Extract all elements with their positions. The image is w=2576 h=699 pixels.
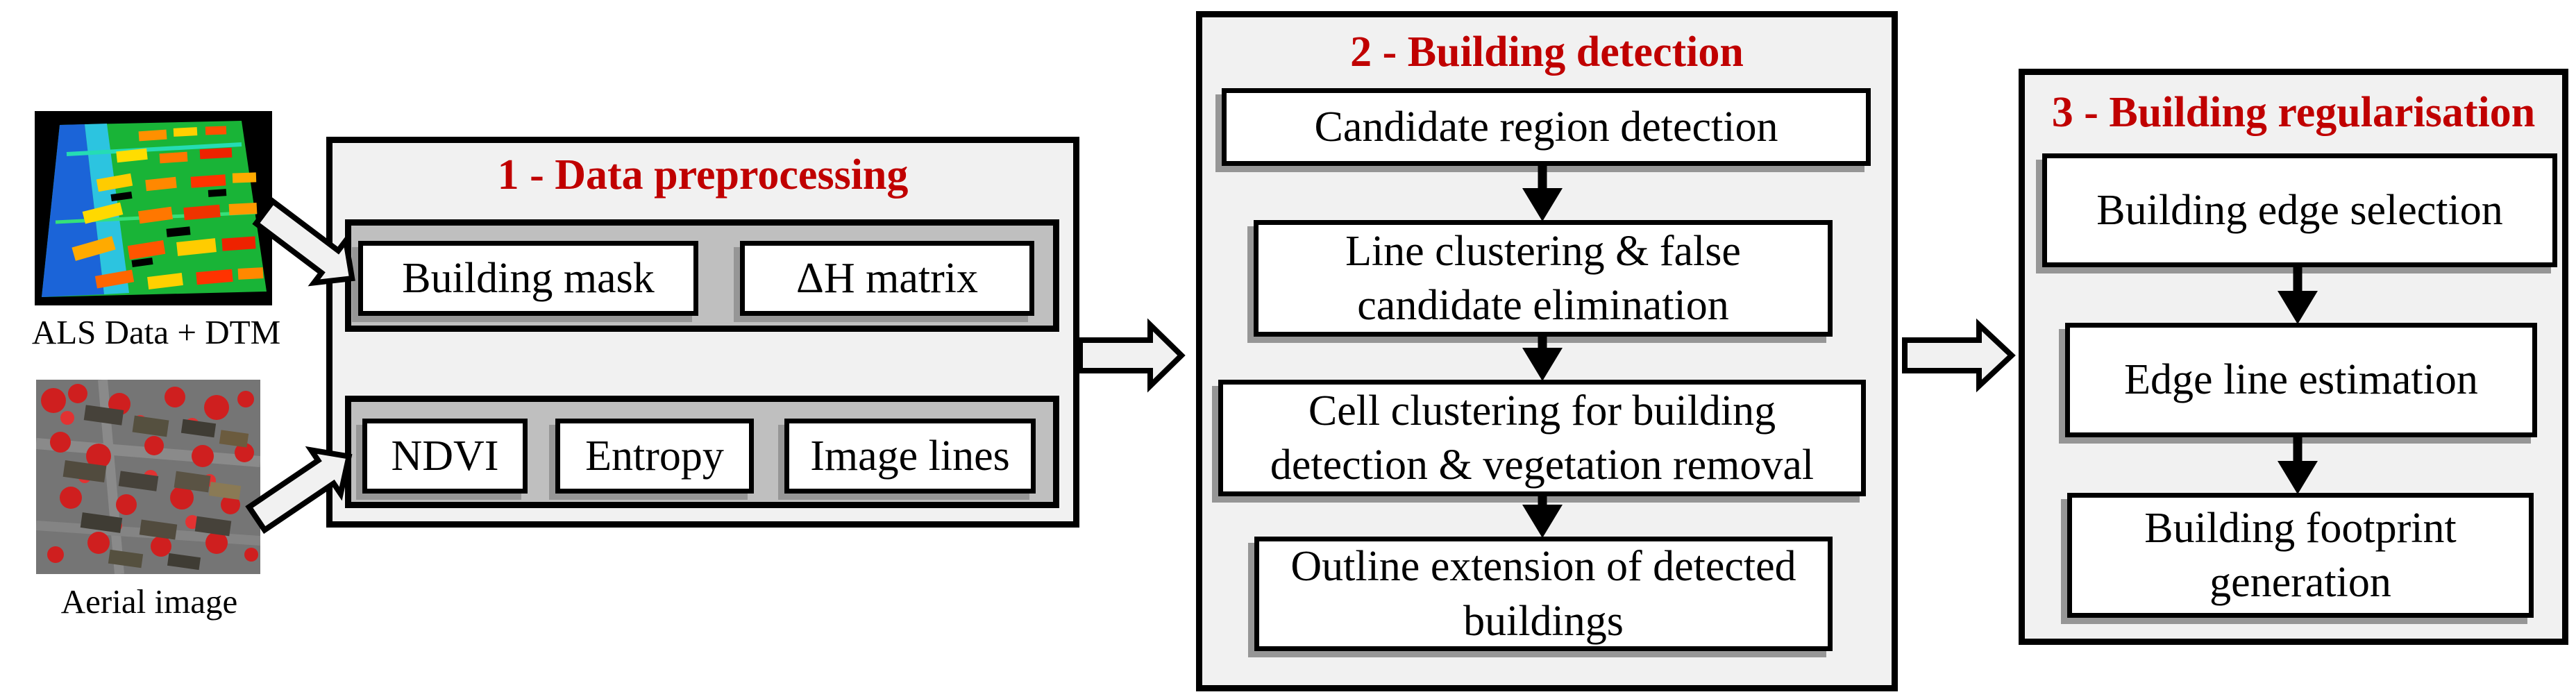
step-ndvi: NDVI	[362, 419, 528, 494]
stage1-to-stage2-arrow-icon	[1077, 318, 1186, 393]
step-cell-clustering: Cell clustering for building detection &…	[1218, 380, 1866, 496]
als-dtm-caption: ALS Data + DTM	[31, 313, 281, 351]
step-building-footprint-generation: Building footprint generation	[2067, 493, 2534, 618]
step-outline-extension: Outline extension of detected buildings	[1254, 537, 1833, 651]
stage-panel-data-preprocessing: 1 - Data preprocessing Building mask ΔH …	[326, 137, 1079, 528]
stage2-to-stage3-arrow-icon	[1902, 318, 2016, 393]
stage-panel-building-detection: 2 - Building detection Candidate region …	[1196, 11, 1898, 691]
step-building-mask: Building mask	[358, 241, 698, 316]
step-edge-line-estimation: Edge line estimation	[2065, 323, 2537, 437]
stage-panel-building-regularisation: 3 - Building regularisation Building edg…	[2019, 69, 2568, 645]
step-candidate-region-detection: Candidate region detection	[1222, 88, 1871, 166]
step-entropy: Entropy	[555, 419, 754, 494]
stage-title-building-detection: 2 - Building detection	[1350, 28, 1744, 76]
step-image-lines: Image lines	[784, 419, 1036, 494]
aerial-image-caption: Aerial image	[60, 582, 238, 621]
step-building-edge-selection: Building edge selection	[2042, 153, 2557, 267]
step-line-clustering: Line clustering & false candidate elimin…	[1254, 220, 1833, 337]
stage-title-data-preprocessing: 1 - Data preprocessing	[497, 151, 909, 199]
als-derived-group: Building mask ΔH matrix	[345, 219, 1059, 332]
step-delta-h-matrix: ΔH matrix	[740, 241, 1034, 316]
als-dtm-image	[35, 111, 272, 305]
stage-title-building-regularisation: 3 - Building regularisation	[2051, 89, 2536, 136]
image-derived-group: NDVI Entropy Image lines	[345, 396, 1059, 508]
aerial-image	[36, 380, 260, 574]
